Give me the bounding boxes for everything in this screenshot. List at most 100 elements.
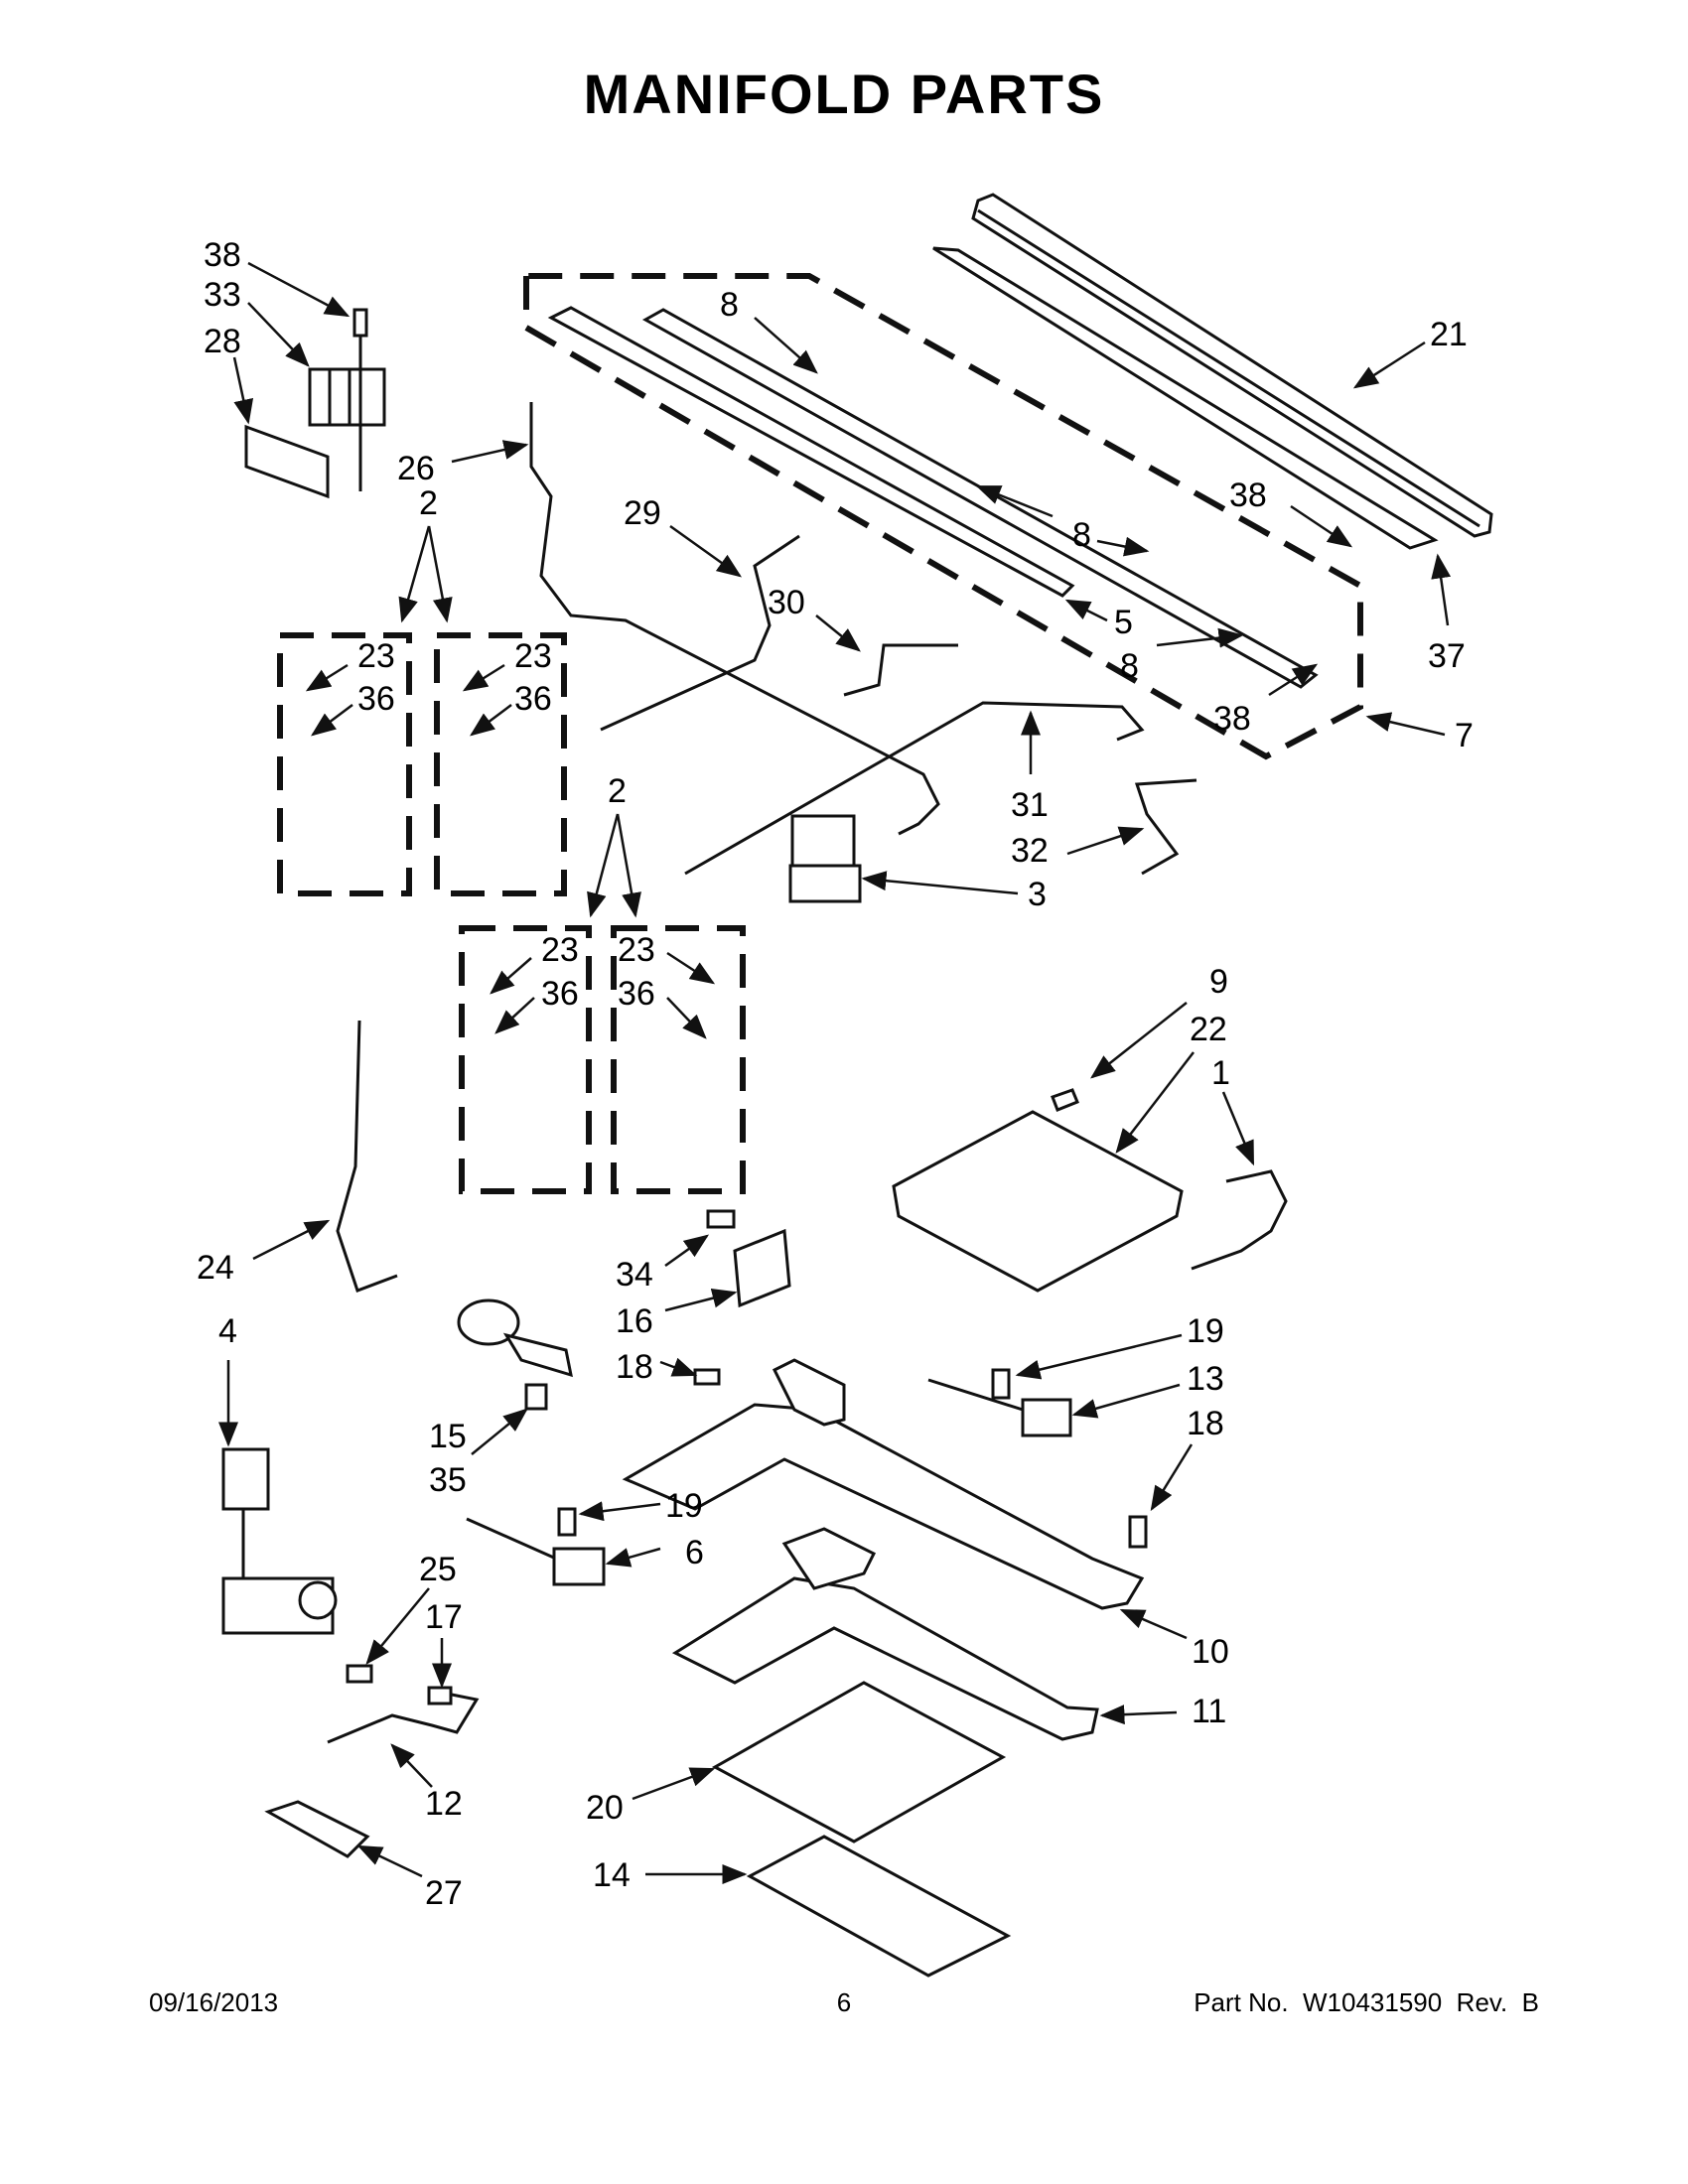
manifold-assembly-dashed-outline <box>523 273 1363 760</box>
callout-27: 27 <box>425 1874 463 1912</box>
callout-36-d: 36 <box>618 975 655 1013</box>
bracket-27 <box>264 1800 370 1858</box>
callout-8-low: 8 <box>1120 647 1139 685</box>
leader-19b <box>1015 1333 1183 1380</box>
burner-tube-30 <box>843 643 958 697</box>
callout-17: 17 <box>425 1598 463 1636</box>
bracket-plate-16 <box>733 1228 791 1308</box>
callout-1: 1 <box>1211 1054 1230 1092</box>
callout-21: 21 <box>1430 316 1468 353</box>
callout-23-d: 23 <box>618 931 655 969</box>
safety-valve-body <box>790 814 856 870</box>
leader-8-wire <box>975 484 1054 518</box>
callout-3: 3 <box>1028 876 1047 913</box>
bake-burner-bracket <box>781 1527 877 1590</box>
page-title: MANIFOLD PARTS <box>583 63 1105 125</box>
screw-18-upper <box>693 1368 721 1386</box>
callout-11: 11 <box>1192 1693 1226 1730</box>
footer-part-number: Part No. W10431590 Rev. B <box>1194 1987 1539 2017</box>
terminal-screw <box>352 308 368 338</box>
leader-5 <box>1064 599 1108 622</box>
leader-8-mid <box>1096 536 1150 557</box>
callout-30: 30 <box>768 584 805 621</box>
leader-2b-left <box>587 813 620 918</box>
leader-23d <box>666 951 716 985</box>
leader-25 <box>365 1587 430 1665</box>
callout-20: 20 <box>586 1789 624 1827</box>
callout-24: 24 <box>197 1249 234 1287</box>
leader-36a <box>311 704 353 737</box>
orifice-holder <box>457 1298 520 1346</box>
leader-34 <box>664 1234 710 1268</box>
callout-19-left: 19 <box>665 1487 703 1525</box>
callout-38-top: 38 <box>204 236 241 274</box>
leader-23a <box>305 663 349 692</box>
callout-25: 25 <box>419 1551 457 1588</box>
callout-36-c: 36 <box>541 975 579 1013</box>
broil-shield-22 <box>892 1110 1184 1293</box>
terminal-block <box>308 367 386 427</box>
callout-23-a: 23 <box>357 637 395 675</box>
valve-group-dashed-outline-3 <box>459 925 592 1194</box>
callout-10: 10 <box>1192 1633 1229 1671</box>
leader-11 <box>1099 1705 1178 1725</box>
callout-6: 6 <box>685 1534 704 1571</box>
leader-13 <box>1071 1383 1181 1419</box>
leader-18b <box>1150 1443 1194 1512</box>
callout-23-b: 23 <box>514 637 552 675</box>
broil-burner-bracket <box>772 1358 846 1427</box>
callout-33: 33 <box>204 276 241 314</box>
manifold-wire-harness <box>547 306 1075 598</box>
leader-6 <box>605 1547 661 1568</box>
igniter-13-wire <box>927 1378 1024 1412</box>
screw-25 <box>346 1664 373 1684</box>
valve-group-dashed-outline-2 <box>434 632 567 896</box>
leader-12 <box>390 1743 433 1788</box>
leader-27 <box>356 1844 423 1878</box>
orifice-body <box>502 1332 573 1378</box>
leader-36d <box>666 997 707 1039</box>
fitting-17 <box>427 1686 453 1706</box>
tube-24 <box>336 1020 398 1293</box>
leader-7 <box>1365 712 1446 737</box>
callout-14: 14 <box>593 1856 631 1894</box>
callout-2-mid: 2 <box>608 772 627 810</box>
tube-12 <box>327 1691 480 1744</box>
screw-18-right <box>1128 1515 1148 1549</box>
callout-2-top: 2 <box>419 484 438 522</box>
callout-9: 9 <box>1209 963 1228 1001</box>
callout-36-b: 36 <box>514 680 552 718</box>
leader-19a <box>578 1501 661 1522</box>
leader-32 <box>1066 826 1145 856</box>
igniter-6-wire <box>466 1517 557 1561</box>
callout-31: 31 <box>1011 786 1049 824</box>
leader-21 <box>1352 341 1426 389</box>
screw-34 <box>706 1209 736 1229</box>
wing-nut-9 <box>1051 1088 1079 1112</box>
callout-8-mid: 8 <box>1072 516 1091 554</box>
callout-22: 22 <box>1190 1011 1227 1048</box>
leader-36c <box>494 997 535 1034</box>
leader-2b-right <box>616 813 641 918</box>
leader-1 <box>1221 1091 1255 1166</box>
leader-35 <box>471 1408 528 1455</box>
callout-26: 26 <box>397 450 435 487</box>
callout-7: 7 <box>1455 717 1474 754</box>
leader-22 <box>1115 1051 1195 1154</box>
safety-valve-base <box>788 864 862 903</box>
callout-18-right: 18 <box>1187 1405 1224 1442</box>
leader-16 <box>664 1288 738 1312</box>
callout-36-a: 36 <box>357 680 395 718</box>
callout-5: 5 <box>1114 604 1133 641</box>
leader-20 <box>632 1767 716 1801</box>
igniter-6 <box>552 1547 606 1586</box>
leader-30 <box>815 614 861 652</box>
leader-23b <box>462 663 505 692</box>
leader-23c <box>490 957 532 995</box>
pressure-regulator <box>221 1447 270 1511</box>
callout-34: 34 <box>616 1256 653 1294</box>
leader-8-top <box>754 317 818 374</box>
callout-8-top: 8 <box>720 286 739 324</box>
leader-18a <box>659 1357 698 1377</box>
